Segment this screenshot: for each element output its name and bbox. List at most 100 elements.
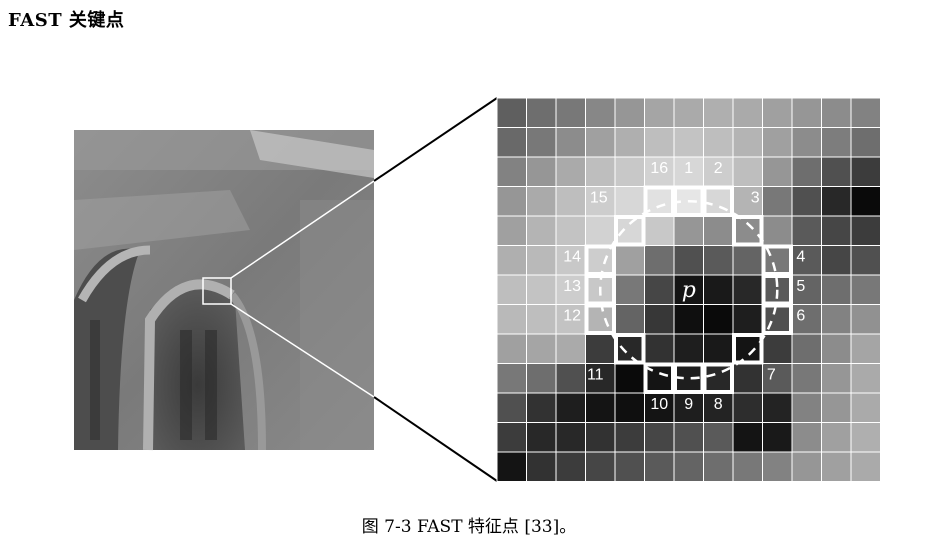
pixel-cell — [585, 127, 616, 158]
pixel-cell — [791, 333, 822, 364]
pixel-cell — [644, 333, 675, 364]
pixel-cell — [821, 363, 852, 394]
pixel-cell — [526, 215, 557, 246]
pixel-cell — [496, 363, 527, 394]
circle-label: 4 — [796, 249, 805, 266]
pixel-cell — [526, 245, 557, 276]
pixel-cell — [791, 363, 822, 394]
pixel-cell — [762, 156, 793, 187]
zoom-line-top-outer — [373, 97, 498, 182]
pixel-cell — [555, 304, 586, 335]
pixel-cell — [526, 186, 557, 217]
pixel-cell — [703, 215, 734, 246]
circle-label: 16 — [650, 160, 668, 177]
pixel-cell — [732, 245, 763, 276]
pixel-grid — [496, 97, 881, 482]
pixel-cell — [555, 215, 586, 246]
pixel-cell — [703, 333, 734, 364]
pixel-cell — [644, 245, 675, 276]
circle-pixel — [614, 333, 646, 365]
circle-label: 5 — [796, 278, 805, 295]
pixel-cell — [585, 392, 616, 423]
pixel-cell — [614, 127, 645, 158]
pixel-cell — [644, 274, 675, 305]
pixel-cell — [673, 333, 704, 364]
pixel-cell — [703, 304, 734, 335]
pixel-cell — [850, 363, 881, 394]
pixel-cell — [614, 245, 645, 276]
circle-label: 7 — [767, 367, 776, 384]
pixel-cell — [703, 97, 734, 128]
pixel-cell — [732, 304, 763, 335]
circle-label: 9 — [684, 396, 693, 413]
pixel-cell — [850, 215, 881, 246]
pixel-cell — [673, 304, 704, 335]
circle-pixel — [732, 215, 764, 247]
pixel-cell — [614, 156, 645, 187]
pixel-cell — [585, 215, 616, 246]
pixel-cell — [762, 215, 793, 246]
pixel-cell — [703, 127, 734, 158]
pixel-cell — [614, 392, 645, 423]
pixel-cell — [821, 392, 852, 423]
pixel-cell — [673, 245, 704, 276]
pixel-cell — [673, 127, 704, 158]
pixel-cell — [585, 156, 616, 187]
pixel-cell — [762, 97, 793, 128]
pixel-cell — [732, 156, 763, 187]
pixel-cell — [762, 304, 793, 335]
pixel-cell — [555, 451, 586, 482]
pixel-cell — [555, 186, 586, 217]
pixel-cell — [496, 156, 527, 187]
pixel-cell — [496, 392, 527, 423]
pixel-cell — [673, 451, 704, 482]
zoom-line-bottom-inner — [230, 303, 375, 398]
pixel-cell — [732, 422, 763, 453]
zoom-line-bottom-outer — [373, 396, 498, 482]
circle-label: 6 — [796, 308, 805, 325]
pixel-cell — [791, 451, 822, 482]
pixel-cell — [496, 422, 527, 453]
pixel-cell — [585, 422, 616, 453]
pixel-cell — [850, 127, 881, 158]
pixel-cell — [791, 422, 822, 453]
pixel-cell — [850, 392, 881, 423]
figure-caption: 图 7-3 FAST 特征点 [33]。 — [361, 517, 577, 537]
pixel-cell — [644, 215, 675, 246]
pixel-cell — [496, 333, 527, 364]
pixel-cell — [821, 333, 852, 364]
pixel-cell — [673, 422, 704, 453]
pixel-cell — [732, 127, 763, 158]
pixel-cell — [821, 186, 852, 217]
pixel-cell — [703, 274, 734, 305]
pixel-cell — [614, 304, 645, 335]
pixel-cell — [496, 245, 527, 276]
pixel-cell — [614, 274, 645, 305]
pixel-cell — [762, 127, 793, 158]
pixel-cell — [850, 156, 881, 187]
center-pixel-label: p — [682, 278, 696, 303]
pixel-cell — [614, 451, 645, 482]
pixel-cell — [644, 422, 675, 453]
circle-label: 14 — [563, 249, 581, 266]
pixel-cell — [585, 97, 616, 128]
pixel-cell — [821, 422, 852, 453]
pixel-cell — [821, 451, 852, 482]
pixel-cell — [850, 97, 881, 128]
pixel-cell — [496, 304, 527, 335]
pixel-cell — [732, 215, 763, 246]
pixel-cell — [791, 392, 822, 423]
pixel-cell — [703, 451, 734, 482]
pixel-cell — [644, 304, 675, 335]
pixel-cell — [762, 392, 793, 423]
bresenham-circle — [584, 185, 793, 394]
pixel-cell — [791, 215, 822, 246]
pixel-cell — [850, 186, 881, 217]
pixel-cell — [821, 274, 852, 305]
circle-pixel — [614, 215, 646, 247]
pixel-cell — [703, 422, 734, 453]
pixel-cell — [644, 451, 675, 482]
pixel-cell — [496, 186, 527, 217]
